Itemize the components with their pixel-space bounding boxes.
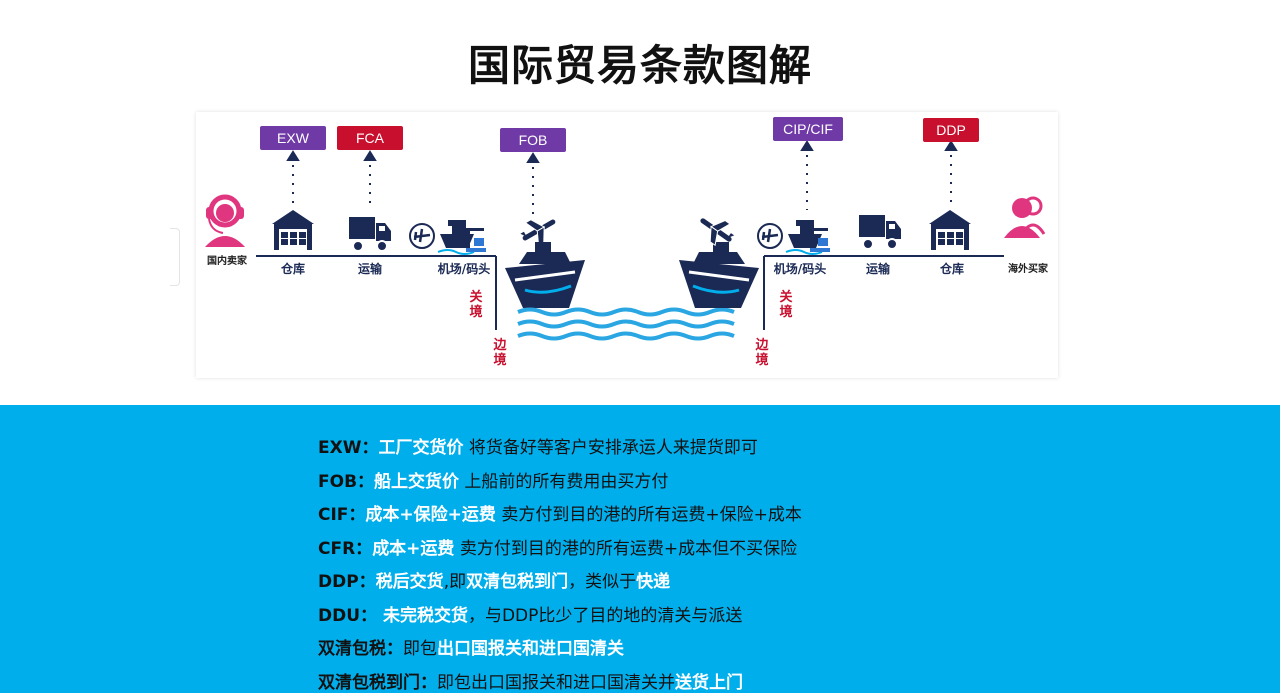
tag-cip-cif: CIP/CIF (773, 117, 843, 141)
term-row: 双清包税：即包出口国报关和进口国清关 (318, 634, 624, 659)
cargo-ship-icon (437, 220, 475, 255)
term-key: CIF： (318, 505, 366, 525)
warehouse-icon (272, 210, 314, 250)
term-description: 卖方付到目的港的所有运费+成本但不买保险 (454, 538, 798, 559)
cif-arrow (800, 140, 814, 210)
term-row: EXW：工厂交货价 将货备好等客户安排承运人来提货即可 (318, 433, 758, 458)
term-row: CIF：成本+保险+运费 卖方付到目的港的所有运费+保险+成本 (318, 500, 802, 525)
term-highlight: 未完税交货 (377, 605, 468, 626)
term-description: 将货备好等客户安排承运人来提货即可 (463, 438, 758, 458)
term-key: FOB： (318, 471, 375, 492)
fca-arrow (363, 150, 377, 206)
label-port-left: 机场/码头 (437, 262, 491, 276)
term-highlight: 税后交货 (375, 572, 444, 592)
person-pair-icon (1004, 196, 1046, 238)
diagram-graphics (205, 140, 1046, 341)
term-description: 即包 (403, 639, 437, 659)
terms-panel: EXW：工厂交货价 将货备好等客户安排承运人来提货即可 FOB：船上交货价 上船前… (0, 405, 1280, 693)
waves-icon (517, 307, 735, 341)
label-warehouse-right: 仓库 (939, 262, 965, 276)
label-overseas-buyer: 海外买家 (1008, 264, 1048, 275)
term-highlight: 工厂交货价 (378, 438, 464, 458)
term-key: DDU： (318, 605, 378, 626)
term-key: EXW： (318, 438, 379, 458)
term-description: 上船前的所有费用由买方付 (459, 471, 669, 492)
truck-icon (349, 217, 391, 252)
label-border-right: 边境 (755, 338, 769, 368)
term-row: CFR：成本+运费 卖方付到目的港的所有运费+成本但不买保险 (318, 534, 797, 559)
term-highlight: 快递 (636, 572, 671, 592)
label-border-left: 边境 (493, 338, 507, 368)
tag-fob: FOB (500, 128, 566, 152)
term-row: 双清包税到门：即包出口国报关和进口国清关并送货上门 (318, 668, 743, 693)
term-key: DDP： (318, 572, 376, 592)
label-customs-right: 关境 (779, 290, 793, 320)
label-port-right: 机场/码头 (773, 262, 827, 276)
crane-icon (810, 228, 830, 252)
label-transport-left: 运输 (357, 262, 383, 276)
label-domestic-seller: 国内卖家 (207, 256, 247, 267)
term-description: ，与DDP比少了目的地的清关与派送 (467, 605, 743, 626)
term-highlight: 船上交货价 (374, 471, 460, 492)
term-highlight: 送货上门 (675, 672, 743, 693)
truck-icon (859, 215, 901, 250)
cargo-ship-icon (679, 242, 759, 308)
ddp-arrow (944, 140, 958, 206)
term-key: CFR： (318, 538, 373, 559)
term-row: FOB：船上交货价 上船前的所有费用由买方付 (318, 467, 668, 492)
trade-terms-diagram: EXW FCA FOB CIP/CIF DDP 国内卖家 仓库 运输 机场/码头… (196, 112, 1058, 378)
fob-arrow (526, 152, 540, 214)
term-description: 即包出口国报关和进口国清关并 (437, 672, 675, 693)
label-warehouse-left: 仓库 (280, 262, 306, 276)
warehouse-icon (929, 210, 971, 250)
page-title: 国际贸易条款图解 (467, 41, 812, 90)
headset-person-icon (205, 194, 245, 247)
cargo-ship-icon (505, 242, 585, 308)
label-customs-left: 关境 (469, 290, 483, 320)
airplane-icon (700, 218, 735, 247)
airplane-icon (409, 223, 435, 249)
tag-exw: EXW (260, 126, 326, 150)
term-highlight: 出口国报关和进口国清关 (437, 639, 624, 659)
tag-ddp: DDP (923, 118, 979, 142)
crane-icon (466, 228, 486, 252)
term-description: 卖方付到目的港的所有运费+保险+成本 (495, 505, 802, 525)
label-transport-right: 运输 (865, 262, 891, 276)
term-key: 双清包税到门： (318, 672, 437, 693)
airplane-icon (757, 223, 783, 249)
term-highlight: 成本+保险+运费 (365, 505, 496, 525)
tag-fca: FCA (337, 126, 403, 150)
term-row: DDU： 未完税交货，与DDP比少了目的地的清关与派送 (318, 601, 742, 626)
term-highlight: 双清包税到门 (466, 572, 569, 592)
term-highlight: 成本+运费 (372, 538, 455, 559)
term-row: DDP：税后交货,即双清包税到门，类似于快递 (318, 567, 670, 592)
exw-arrow (286, 150, 300, 206)
term-description: ,即 (443, 572, 467, 592)
term-key: 双清包税： (318, 639, 403, 659)
side-tab[interactable] (170, 228, 180, 286)
term-description: ，类似于 (568, 572, 637, 592)
